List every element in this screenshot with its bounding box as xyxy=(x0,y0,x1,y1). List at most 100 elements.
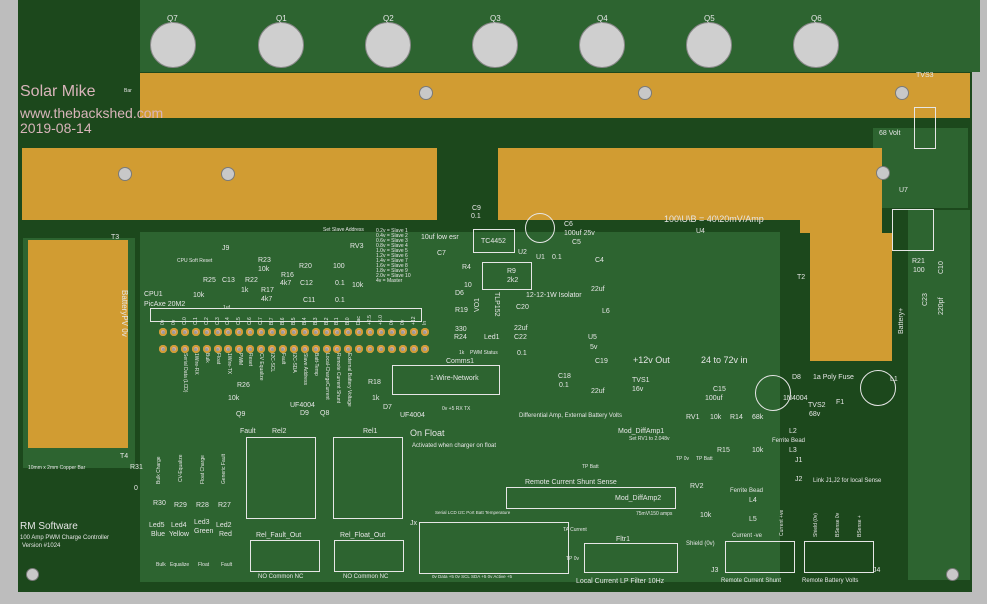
cpu-pin-function: Float xyxy=(214,353,221,365)
header-pad xyxy=(169,328,178,336)
value-rv3: 10k xyxy=(352,282,364,289)
version: Version #1024 xyxy=(22,543,61,549)
header-pad xyxy=(311,345,320,353)
tc4452-outline xyxy=(473,229,515,253)
header-pad xyxy=(420,328,429,336)
cpu-pin-function: 1Wire-TX xyxy=(225,353,232,375)
label-tp-0v-2: TP 0v xyxy=(566,556,579,562)
ref-tvs2: TVS2 xyxy=(808,402,826,409)
mosfet-q4 xyxy=(579,22,625,68)
slave-row: 1.4v = Slave 7 xyxy=(376,258,408,264)
fltr1-outline xyxy=(584,543,678,573)
slave-row: 1.2v = Slave 6 xyxy=(376,253,408,259)
label-cv-equalize: CV-Equalize xyxy=(178,454,184,482)
cpu-pin-label: B.5 xyxy=(290,317,297,325)
copper-bus-bar xyxy=(140,73,970,118)
value-d9: UF4004 xyxy=(290,402,315,409)
header-pad xyxy=(387,345,396,353)
cpu-pin-function: Remote Current Shunt xyxy=(334,353,341,404)
ref-q9: Q9 xyxy=(236,411,246,418)
cpu-pin-label: +12 xyxy=(410,316,417,325)
ref-c22: C22 xyxy=(514,334,527,341)
header-pad xyxy=(344,345,353,353)
product-name: 100 Amp PWM Charge Controller xyxy=(20,535,110,541)
ref-jx: Jx xyxy=(410,520,417,527)
ref-t4: T4 xyxy=(120,453,129,460)
value-r21: 100 xyxy=(913,267,925,274)
copper-pour-center xyxy=(498,148,803,220)
value-r19: 330 xyxy=(455,326,467,333)
ref-vo1: VO1 xyxy=(474,297,481,312)
ref-r27: R27 xyxy=(218,502,231,509)
ref-cpu1: CPU1 xyxy=(144,291,163,298)
header-pad xyxy=(344,328,353,336)
label-12v-out: +12v Out xyxy=(633,355,670,365)
value-d8: 1N4004 xyxy=(783,395,808,402)
mounting-hole xyxy=(638,86,652,100)
value-r25: 10k xyxy=(193,292,205,299)
header-pad xyxy=(355,328,364,336)
mounting-hole xyxy=(419,86,433,100)
cpu-pin-label: 0v xyxy=(170,319,177,325)
label-shield-0v: Shield (0v) xyxy=(686,541,715,547)
cpu-pin-function: Batt-Temp xyxy=(312,353,319,376)
value-r15: 10k xyxy=(752,447,764,454)
label-ferrite-bead-2: Ferrite Bead xyxy=(730,488,764,494)
header-pad xyxy=(213,345,222,353)
header-pad xyxy=(202,328,211,336)
label-tp-batt: TP Batt xyxy=(696,456,713,462)
label-pwm-status: PWM Status xyxy=(470,350,498,356)
header-pad xyxy=(289,345,298,353)
label-comms-pins: 0v +5 RX TX xyxy=(442,406,471,412)
cpu-pin-label: C.7 xyxy=(258,317,265,325)
c15-outline xyxy=(755,375,791,411)
ref-c19: C19 xyxy=(595,358,608,365)
value-r22: 1k xyxy=(241,287,249,294)
ref-c23: C23 xyxy=(922,293,929,306)
ref-r28: R28 xyxy=(196,502,209,509)
ref-l4: L4 xyxy=(749,497,757,504)
label-battery-pv: BatteryPV 0v xyxy=(120,290,129,337)
jx-connector xyxy=(419,522,569,574)
value-r14: 68k xyxy=(752,414,764,421)
label-68-volt: 68 Volt xyxy=(879,130,901,137)
slave-row: 0.8v = Slave 4 xyxy=(376,243,408,249)
led2-function: Fault xyxy=(221,562,233,568)
cpu-pin-label: B.0 xyxy=(345,317,352,325)
ref-r4: R4 xyxy=(462,264,471,271)
header-pad xyxy=(311,328,320,336)
header-pad xyxy=(289,328,298,336)
cpu-pin-function: Slave Address xyxy=(301,353,308,385)
cpu-pin-function: Reset xyxy=(247,353,254,367)
label-battery-plus: Battery+ xyxy=(898,307,905,334)
header-pad xyxy=(366,328,375,336)
header-pad xyxy=(268,345,276,353)
cpu-pin-function: PWM xyxy=(236,353,243,366)
shunt-note: 100\U\B = 40\20mV/Amp xyxy=(664,214,764,224)
header-pad xyxy=(377,328,385,336)
bar-label: Bar xyxy=(124,88,132,94)
ref-r18: R18 xyxy=(368,379,381,386)
header-pad xyxy=(322,345,331,353)
u7-outline xyxy=(892,209,934,251)
ref-q3: Q3 xyxy=(490,14,501,23)
label-shield-j4: Shield (0v) xyxy=(813,513,819,537)
label-float-charge: Float Charge xyxy=(200,455,206,484)
ref-c11: C11 xyxy=(303,297,316,304)
copper-pad-t3 xyxy=(28,240,128,448)
slave-row: 0.4v = Slave 2 xyxy=(376,233,408,239)
ref-c10: C10 xyxy=(938,261,945,274)
ref-d9: D9 xyxy=(300,410,309,417)
value-c20: 22uf xyxy=(514,325,528,332)
cpu-pin-label: C.0 xyxy=(181,317,188,325)
tvs-zone xyxy=(873,128,968,208)
label-j4: Remote Battery Volts xyxy=(802,578,859,584)
label-bulk-charge: Bulk Charge xyxy=(156,456,162,484)
ref-l2: L2 xyxy=(789,428,797,435)
ref-mod-diffamp1: Mod_DiffAmp1 xyxy=(618,428,665,435)
ref-fltr1: Fltr1 xyxy=(616,536,630,543)
cpu-pin-function: Serial Data (LCD) xyxy=(182,353,188,393)
header-pad xyxy=(180,328,189,336)
header-pad xyxy=(169,345,178,353)
ref-c20: C20 xyxy=(516,304,529,311)
